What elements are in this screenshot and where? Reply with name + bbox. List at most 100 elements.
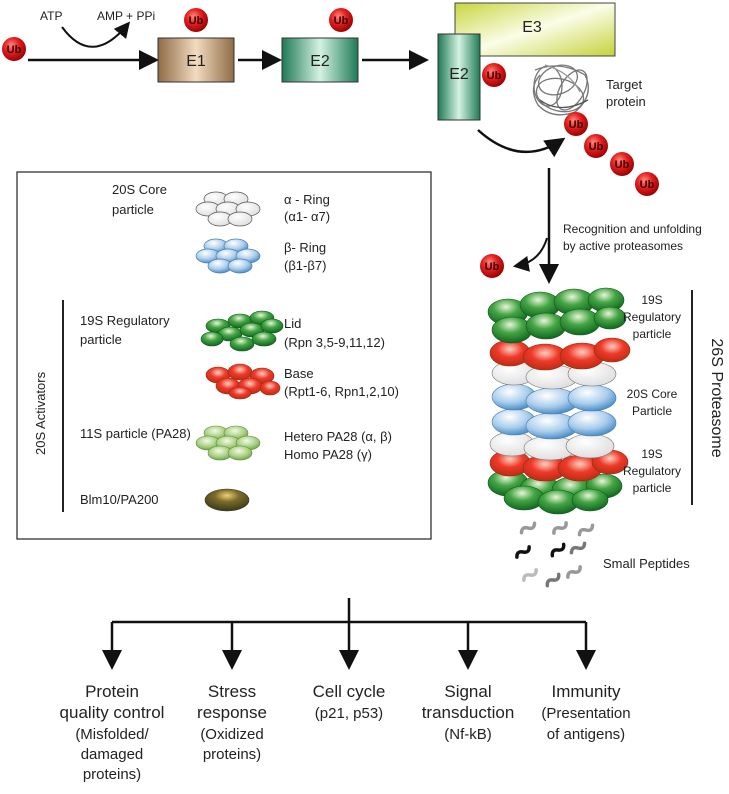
regulatory-19s-label-2: particle [80,332,122,347]
beta-ring-label: β- Ring [284,240,326,255]
svg-text:Cell cycle: Cell cycle [313,682,386,701]
base-icon [205,363,281,400]
lid-label: Lid [284,316,301,331]
svg-text:response: response [197,703,267,722]
svg-text:Ub: Ub [615,159,630,171]
e2-bound-enzyme: E2 [437,33,481,121]
beta-ring-label-2: (β1-β7) [284,258,326,273]
proteasome-bottom-lid [487,469,623,515]
top-19s-label-2: Regulatory [623,310,681,324]
core-particle-label: 20S Core [112,182,167,197]
atp-hydrolysis-arrow [61,21,131,48]
ub-molecule-left: Ub [2,37,26,61]
svg-text:(Misfolded/: (Misfolded/ [75,726,149,743]
released-ub: Ub [480,254,504,278]
svg-text:E2: E2 [449,66,469,83]
ub-chain-2: Ub [584,134,608,158]
base-label: Base [284,366,314,381]
svg-text:of antigens): of antigens) [547,726,625,743]
polyubiquitin-chain: Ub Ub Ub Ub [564,112,659,196]
lid-label-2: (Rpn 3,5-9,11,12) [284,335,385,350]
polyubiquitination-arrow [477,129,566,158]
ub-chain-3: Ub [610,152,634,176]
function-immunity: Immunity (Presentation of antigens) [541,682,630,743]
svg-text:E3: E3 [522,19,542,36]
recognition-label-2: by active proteasomes [563,239,683,253]
ub-release-arrow [512,237,548,272]
svg-text:damaged: damaged [81,746,144,763]
target-protein-structure [532,64,589,116]
svg-text:(p21, p53): (p21, p53) [315,705,383,722]
svg-text:Protein: Protein [85,682,139,701]
core-20s-label-2: Particle [632,404,672,418]
regulatory-19s-label: 19S Regulatory [80,313,170,328]
function-tree [102,598,596,670]
lid-icon [200,310,284,352]
proteasome-top-base [489,337,631,371]
core-20s-label: 20S Core [627,387,678,401]
top-19s-label: 19S [641,293,662,307]
alpha-ring-label: α - Ring [284,192,330,207]
svg-text:Ub: Ub [569,119,584,131]
svg-text:Immunity: Immunity [552,682,621,701]
svg-text:Stress: Stress [208,682,256,701]
bottom-19s-label-2: Regulatory [623,464,681,478]
svg-text:E1: E1 [186,53,206,70]
ub-molecule-e1: Ub [184,8,208,32]
svg-text:quality control: quality control [60,703,165,722]
core-particle-label-2: particle [112,202,154,217]
svg-text:Ub: Ub [640,179,655,191]
proteasome-title: 26S Proteasome [708,338,725,457]
blm10-icon [204,488,250,512]
pa28-icon [195,425,261,461]
svg-text:(Nf-kB): (Nf-kB) [444,726,492,743]
svg-text:transduction: transduction [422,703,515,722]
svg-text:(Presentation: (Presentation [541,705,630,722]
e3-ligase: E3 [454,2,616,57]
function-protein-quality-control: Protein quality control (Misfolded/ dama… [60,682,165,783]
e2-enzyme: E2 [281,37,359,83]
svg-text:E2: E2 [310,53,330,70]
svg-text:proteins): proteins) [83,766,141,783]
bottom-19s-label-3: particle [633,481,672,495]
small-peptides-label: Small Peptides [603,556,690,571]
svg-text:Ub: Ub [189,15,204,27]
svg-text:(Oxidized: (Oxidized [200,726,263,743]
proteasome-26s-structure [487,287,631,515]
homo-pa28-label: Homo PA28 (γ) [284,447,372,462]
base-label-2: (Rpt1-6, Rpn1,2,10) [284,384,399,399]
atp-label: ATP [40,9,62,23]
proteasome-bottom-alpha [489,431,615,461]
hetero-pa28-label: Hetero PA28 (α, β) [284,429,392,444]
function-signal-transduction: Signal transduction (Nf-kB) [422,682,515,743]
top-19s-label-3: particle [633,327,672,341]
amp-ppi-label: AMP + PPi [97,9,155,23]
target-protein-label: Target [606,77,643,92]
blm10-label: Blm10/PA200 [80,492,159,507]
ub-chain-4: Ub [635,172,659,196]
proteasome-beta-rings [491,383,617,440]
alpha-ring-icon [195,191,261,227]
ub-molecule-e2: Ub [329,8,353,32]
ub-molecule-e2-bound: Ub [482,63,506,87]
e1-enzyme: E1 [157,37,235,83]
svg-text:Signal: Signal [444,682,491,701]
bottom-19s-label: 19S [641,447,662,461]
recognition-label: Recognition and unfolding [563,222,702,236]
proteasome-bottom-base [489,449,629,482]
activators-label: 20S Activators [33,371,48,455]
function-cell-cycle: Cell cycle (p21, p53) [313,682,386,722]
svg-text:Ub: Ub [487,70,502,82]
ub-chain-1: Ub [564,112,588,136]
function-stress-response: Stress response (Oxidized proteins) [197,682,267,763]
svg-text:Ub: Ub [334,15,349,27]
svg-text:Ub: Ub [589,141,604,153]
svg-text:Ub: Ub [485,261,500,273]
target-protein-label-2: protein [606,94,646,109]
legend-box [16,171,432,540]
svg-text:Ub: Ub [7,44,22,56]
small-peptides-icon [515,521,595,588]
alpha-ring-label-2: (α1- α7) [284,209,330,224]
svg-text:proteins): proteins) [203,746,261,763]
